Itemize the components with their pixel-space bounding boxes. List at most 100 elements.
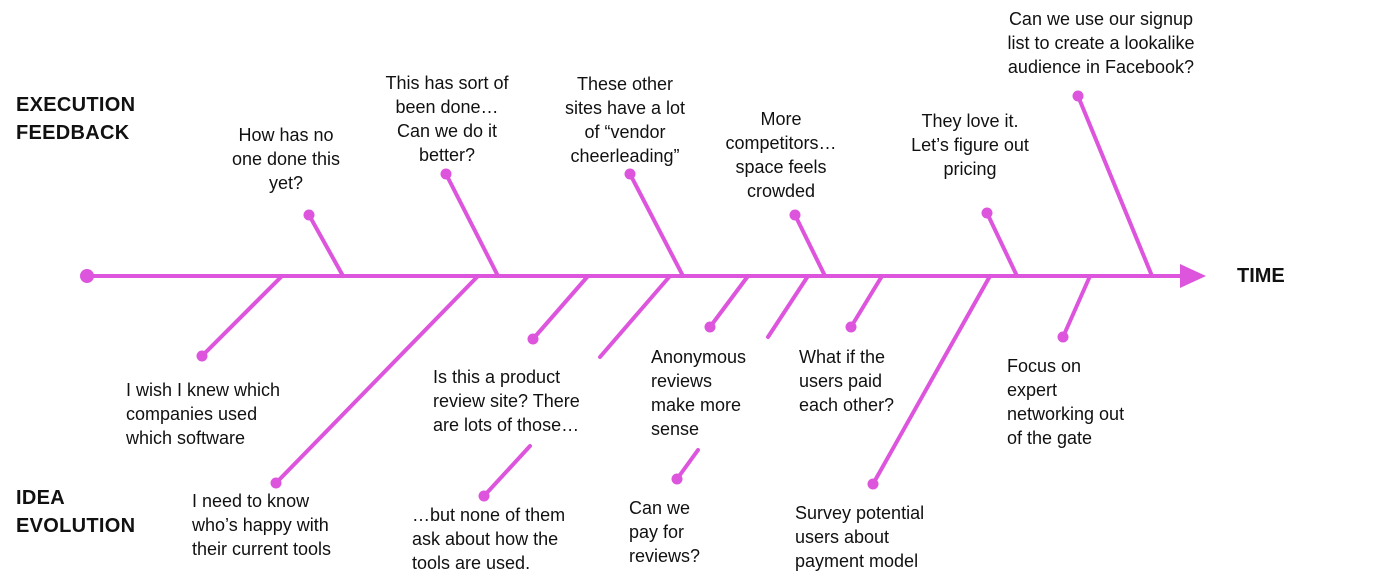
evolution-note-pay-for-reviews: Can we pay for reviews? bbox=[629, 496, 700, 568]
note-line: Let’s figure out bbox=[911, 135, 1029, 155]
note-line: pricing bbox=[943, 159, 997, 179]
evolution-note-product-review-site: Is this a product review site? There are… bbox=[433, 365, 580, 437]
feedback-branch-dot bbox=[1072, 90, 1084, 102]
evolution-branch-line bbox=[849, 274, 884, 329]
feedback-branch-dot bbox=[981, 207, 993, 219]
note-line: These other bbox=[576, 74, 674, 94]
evolution-note-survey-payment: Survey potential users about payment mod… bbox=[795, 501, 924, 573]
feedback-branch-dot bbox=[440, 168, 452, 180]
note-line: pay for bbox=[629, 522, 685, 542]
note-line: users about bbox=[795, 527, 890, 547]
evolution-branch-line bbox=[598, 274, 672, 359]
note-line: …but none of them bbox=[412, 505, 566, 525]
note-line: cheerleading” bbox=[570, 146, 680, 166]
evolution-branch-line bbox=[531, 274, 590, 341]
note-line: networking out bbox=[1007, 404, 1125, 424]
feedback-branch-dot bbox=[624, 168, 636, 180]
evolution-branch-dot bbox=[671, 473, 683, 485]
note-line: their current tools bbox=[192, 539, 332, 559]
note-line: been done… bbox=[395, 97, 499, 117]
note-line: sites have a lot bbox=[564, 98, 686, 118]
note-line: yet? bbox=[268, 173, 304, 193]
note-line: Can we use our signup bbox=[1008, 9, 1194, 29]
evolution-branch-line bbox=[766, 274, 810, 339]
feedback-note-vendor-cheerleading: These other sites have a lot of “vendor … bbox=[550, 72, 700, 168]
note-line: one done this bbox=[231, 149, 341, 169]
feedback-branch-line bbox=[628, 172, 685, 278]
note-line: list to create a lookalike bbox=[1007, 33, 1195, 53]
note-line: of “vendor bbox=[584, 122, 666, 142]
note-line: This has sort of bbox=[385, 73, 509, 93]
evolution-note-how-tools-used: …but none of them ask about how the tool… bbox=[412, 503, 565, 575]
note-line: Is this a product bbox=[433, 367, 561, 387]
note-line: What if the bbox=[799, 347, 886, 367]
feedback-note-no-one-done: How has no one done this yet? bbox=[226, 123, 346, 195]
evolution-branch-dot bbox=[478, 490, 490, 502]
evolution-note-anonymous-reviews: Anonymous reviews make more sense bbox=[651, 345, 746, 441]
note-line: companies used bbox=[126, 404, 258, 424]
note-line: are lots of those… bbox=[433, 415, 580, 435]
idea-evolution-label-line: EVOLUTION bbox=[16, 515, 136, 537]
time-axis-start-dot bbox=[80, 269, 94, 283]
note-line: They love it. bbox=[921, 111, 1019, 131]
note-line: ask about how the bbox=[412, 529, 559, 549]
note-line: each other? bbox=[799, 395, 895, 415]
note-line: audience in Facebook? bbox=[1007, 57, 1195, 77]
evolution-branch-line bbox=[871, 274, 992, 486]
time-axis-label: TIME bbox=[1237, 265, 1285, 287]
note-line: users paid bbox=[799, 371, 883, 391]
note-line: review site? There bbox=[433, 391, 580, 411]
feedback-branch-dot bbox=[789, 209, 801, 221]
evolution-branch-dot bbox=[1057, 331, 1069, 343]
evolution-note-expert-networking: Focus on expert networking out of the ga… bbox=[1007, 354, 1124, 450]
note-line: better? bbox=[418, 145, 476, 165]
note-line: payment model bbox=[795, 551, 919, 571]
idea-evolution-label-line: IDEA bbox=[16, 487, 65, 509]
execution-feedback-label: EXECUTION FEEDBACK bbox=[16, 91, 135, 147]
feedback-note-lookalike-audience: Can we use our signup list to create a l… bbox=[986, 7, 1216, 79]
note-line: of the gate bbox=[1007, 428, 1093, 448]
evolution-note-whos-happy: I need to know who’s happy with their cu… bbox=[192, 489, 331, 561]
note-line: crowded bbox=[746, 181, 816, 201]
evolution-branch-dot bbox=[845, 321, 857, 333]
note-line: Focus on bbox=[1007, 356, 1082, 376]
note-line: expert bbox=[1007, 380, 1058, 400]
feedback-note-sort-of-done: This has sort of been done… Can we do it… bbox=[367, 71, 527, 167]
note-line: reviews bbox=[651, 371, 713, 391]
note-line: Survey potential bbox=[795, 503, 925, 523]
feedback-branch-line bbox=[793, 213, 827, 278]
evolution-branch-line bbox=[708, 274, 750, 329]
evolution-branch-dot bbox=[867, 478, 879, 490]
note-line: Anonymous bbox=[651, 347, 747, 367]
feedback-note-figure-out-pricing: They love it. Let’s figure out pricing bbox=[895, 109, 1045, 181]
evolution-branch-dot bbox=[270, 477, 282, 489]
note-line: Can we do it bbox=[396, 121, 498, 141]
note-line: More bbox=[760, 109, 802, 129]
evolution-branch-line bbox=[482, 444, 532, 498]
evolution-note-wish-i-knew: I wish I knew which companies used which… bbox=[126, 378, 280, 450]
execution-feedback-label-line: EXECUTION bbox=[16, 94, 136, 116]
feedback-note-more-competitors: More competitors… space feels crowded bbox=[716, 107, 846, 203]
note-line: sense bbox=[651, 419, 700, 439]
evolution-branch-dot bbox=[527, 333, 539, 345]
note-line: I wish I knew which bbox=[126, 380, 281, 400]
idea-evolution-label: IDEA EVOLUTION bbox=[16, 484, 135, 540]
evolution-branch-line bbox=[675, 448, 700, 481]
note-line: I need to know bbox=[192, 491, 310, 511]
evolution-branch-dot bbox=[196, 350, 208, 362]
evolution-branch-line bbox=[200, 274, 284, 358]
note-line: reviews? bbox=[629, 546, 701, 566]
note-line: How has no bbox=[238, 125, 334, 145]
note-line: make more bbox=[651, 395, 742, 415]
feedback-branch-dot bbox=[303, 209, 315, 221]
note-line: tools are used. bbox=[412, 553, 531, 573]
feedback-branch-line bbox=[985, 211, 1019, 278]
evolution-note-users-paid: What if the users paid each other? bbox=[799, 345, 894, 417]
execution-feedback-label-line: FEEDBACK bbox=[16, 122, 130, 144]
feedback-branch-line bbox=[307, 213, 345, 278]
evolution-branch-line bbox=[274, 274, 480, 485]
note-line: competitors… bbox=[725, 133, 837, 153]
note-line: which software bbox=[126, 428, 246, 448]
evolution-branch-dot bbox=[704, 321, 716, 333]
